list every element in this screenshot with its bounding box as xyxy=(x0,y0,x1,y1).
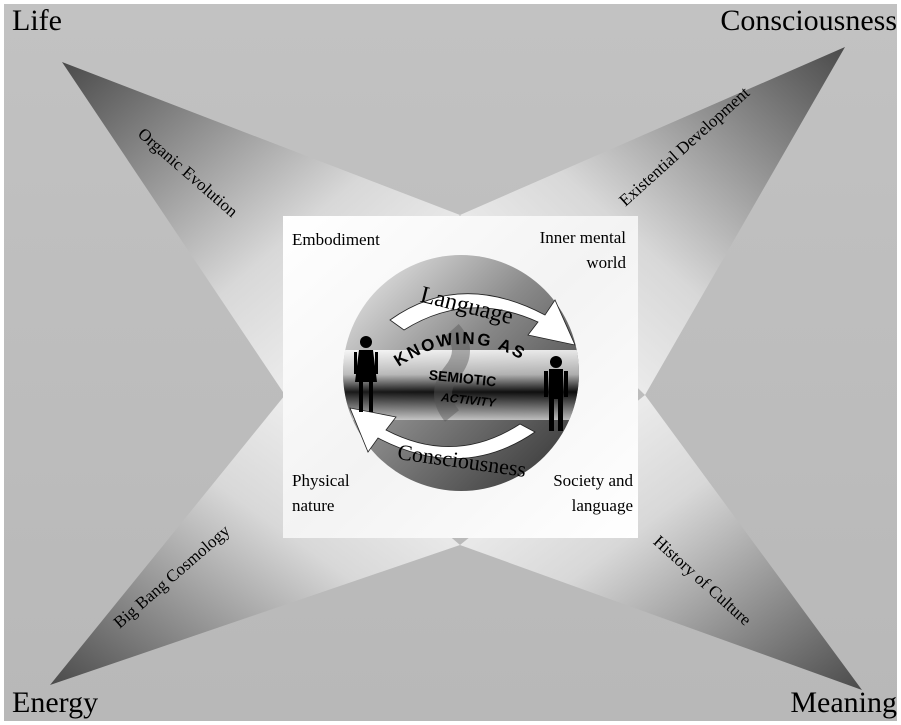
corner-label-life: Life xyxy=(12,4,62,37)
quadrant-society-line2: language xyxy=(571,495,633,515)
quadrant-physical-line1: Physical xyxy=(292,471,350,490)
quadrant-society-language: Society and language xyxy=(553,469,633,518)
person-right-icon xyxy=(544,356,568,431)
corner-label-consciousness: Consciousness xyxy=(720,4,897,37)
upper-arrow xyxy=(389,293,576,346)
person-left-icon xyxy=(354,336,378,412)
center-line-activity: ACTIVITY xyxy=(440,390,498,410)
quadrant-inner-line2: world xyxy=(586,252,626,272)
quadrant-inner-line1: Inner mental xyxy=(539,228,626,247)
corner-label-meaning: Meaning xyxy=(790,686,897,719)
quadrant-society-line1: Society and xyxy=(553,471,633,490)
quadrant-embodiment: Embodiment xyxy=(292,228,380,253)
quadrant-embodiment-text: Embodiment xyxy=(292,230,380,249)
quadrant-inner-mental-world: Inner mental world xyxy=(540,226,626,275)
quadrant-physical-nature: Physical nature xyxy=(292,469,350,518)
lower-arrow xyxy=(349,407,536,459)
center-circle xyxy=(343,255,579,491)
center-line-semiotic: SEMIOTIC xyxy=(428,367,497,390)
quadrant-physical-line2: nature xyxy=(292,495,335,515)
corner-label-energy: Energy xyxy=(12,686,99,719)
